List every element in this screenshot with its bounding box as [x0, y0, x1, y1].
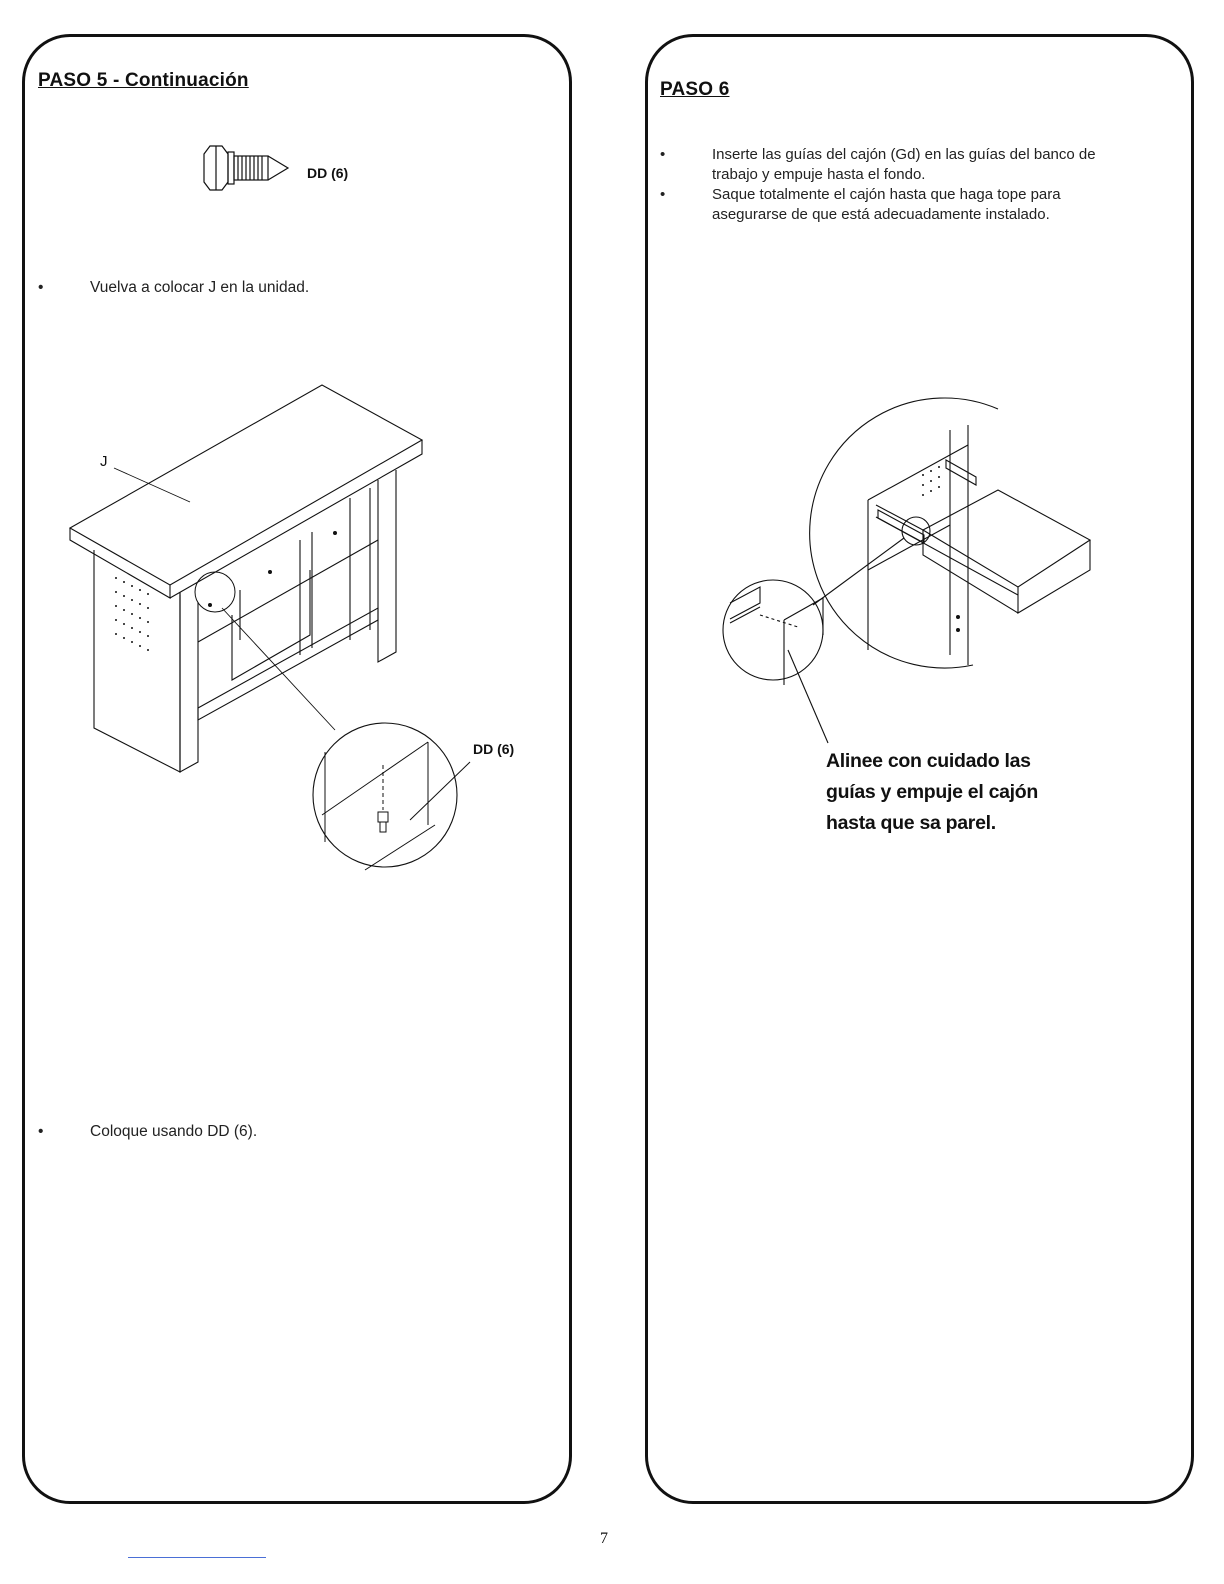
- callout-text: Alinee con cuidado las guías y empuje el…: [826, 746, 1038, 839]
- step5-panel: [22, 34, 572, 1504]
- step6-panel: [645, 34, 1194, 1504]
- bullet-dot: •: [38, 1123, 44, 1140]
- bullet-line: asegurarse de que está adecuadamente ins…: [712, 206, 1050, 223]
- step6-title: PASO 6: [660, 79, 730, 100]
- bullet-line: Inserte las guías del cajón (Gd) en las …: [712, 146, 1096, 163]
- part-j-label: J: [100, 453, 108, 470]
- callout-line: guías y empuje el cajón: [826, 781, 1039, 803]
- callout-line: hasta que sa parel.: [826, 812, 996, 834]
- workbench-illustration: [68, 384, 471, 871]
- step5-title: PASO 5 - Continuación: [38, 70, 249, 91]
- bullet-text: Vuelva a colocar J en la unidad.: [90, 279, 310, 296]
- footer-rule: [128, 1557, 266, 1558]
- drawer-illustration: [722, 397, 1092, 744]
- bullet-dot: •: [38, 279, 44, 296]
- bullet-line: Saque totalmente el cajón hasta que haga…: [712, 186, 1061, 203]
- step6-bullet-1: • Inserte las guías del cajón (Gd) en la…: [660, 145, 1180, 185]
- step6-bullets: • Inserte las guías del cajón (Gd) en la…: [660, 145, 1180, 225]
- page-number: 7: [600, 1530, 608, 1547]
- callout-line: Alinee con cuidado las: [826, 750, 1031, 772]
- bullet-text: Coloque usando DD (6).: [90, 1123, 258, 1140]
- bullet-line: trabajo y empuje hasta el fondo.: [712, 166, 926, 183]
- screw-dd-icon: [203, 145, 290, 191]
- bullet-dot: •: [660, 146, 666, 163]
- bullet-dot: •: [660, 186, 666, 203]
- screw-label: DD (6): [307, 165, 349, 181]
- step6-bullet-2: • Saque totalmente el cajón hasta que ha…: [660, 185, 1180, 225]
- detail-dd-label: DD (6): [473, 741, 515, 757]
